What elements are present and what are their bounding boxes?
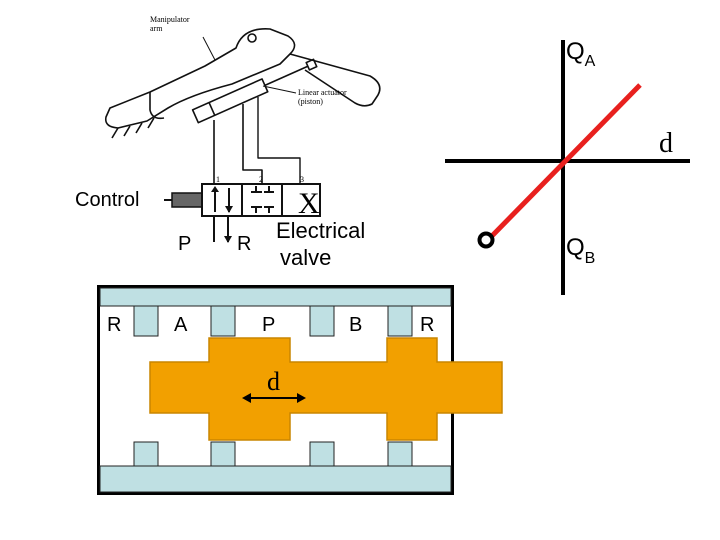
graph-line-endpoint <box>477 231 495 249</box>
arm-base-hatching <box>111 117 155 139</box>
spool-displacement-label: d <box>267 367 280 396</box>
port-number-1: 1 <box>216 175 220 184</box>
valve-symbol <box>164 183 321 243</box>
valve-body <box>201 183 321 217</box>
housing-bottom-wall <box>99 465 452 493</box>
port-number-2: 2 <box>259 175 263 184</box>
hydraulic-line-3 <box>257 97 301 183</box>
arm-pointer <box>202 36 216 61</box>
spool-port-a: A <box>174 314 188 336</box>
linear-actuator <box>191 58 318 124</box>
actuator-pointer <box>262 85 297 94</box>
housing-top-wall <box>99 287 452 307</box>
valve-control-label: Control <box>75 189 139 211</box>
spool-port-p: P <box>262 314 275 336</box>
bottom-land-1 <box>133 441 159 467</box>
spool <box>149 337 503 441</box>
manipulator-arm <box>104 28 296 129</box>
spool-port-b: B <box>349 314 362 336</box>
graph-d-label: d <box>659 128 673 159</box>
graph-qb-label: QB <box>566 234 595 267</box>
valve-port-r: R <box>237 233 251 255</box>
lower-arm <box>289 53 381 107</box>
hydraulic-line-2 <box>242 104 263 183</box>
graph-qa-label: QA <box>566 38 596 70</box>
top-land-4 <box>387 305 413 337</box>
bottom-land-2 <box>210 441 236 467</box>
bottom-land-4 <box>387 441 413 467</box>
valve-port-p: P <box>178 233 191 255</box>
actuator-label: Linear actuator(piston) <box>298 88 347 106</box>
displacement-arrow <box>242 393 306 403</box>
spool-port-r-right: R <box>420 314 434 336</box>
port-number-3: 3 <box>300 175 304 184</box>
arm-pivot <box>247 33 257 43</box>
top-land-1 <box>133 305 159 337</box>
spool-port-r-left: R <box>107 314 121 336</box>
manipulator-sketch <box>104 28 381 183</box>
top-land-2 <box>210 305 236 337</box>
graph-characteristic-line <box>486 83 642 242</box>
arm-lower-contour <box>149 92 165 120</box>
valve-solenoid-x: X <box>298 187 320 220</box>
bottom-land-3 <box>309 441 335 467</box>
top-land-3 <box>309 305 335 337</box>
valve-actuator-block <box>171 192 203 208</box>
